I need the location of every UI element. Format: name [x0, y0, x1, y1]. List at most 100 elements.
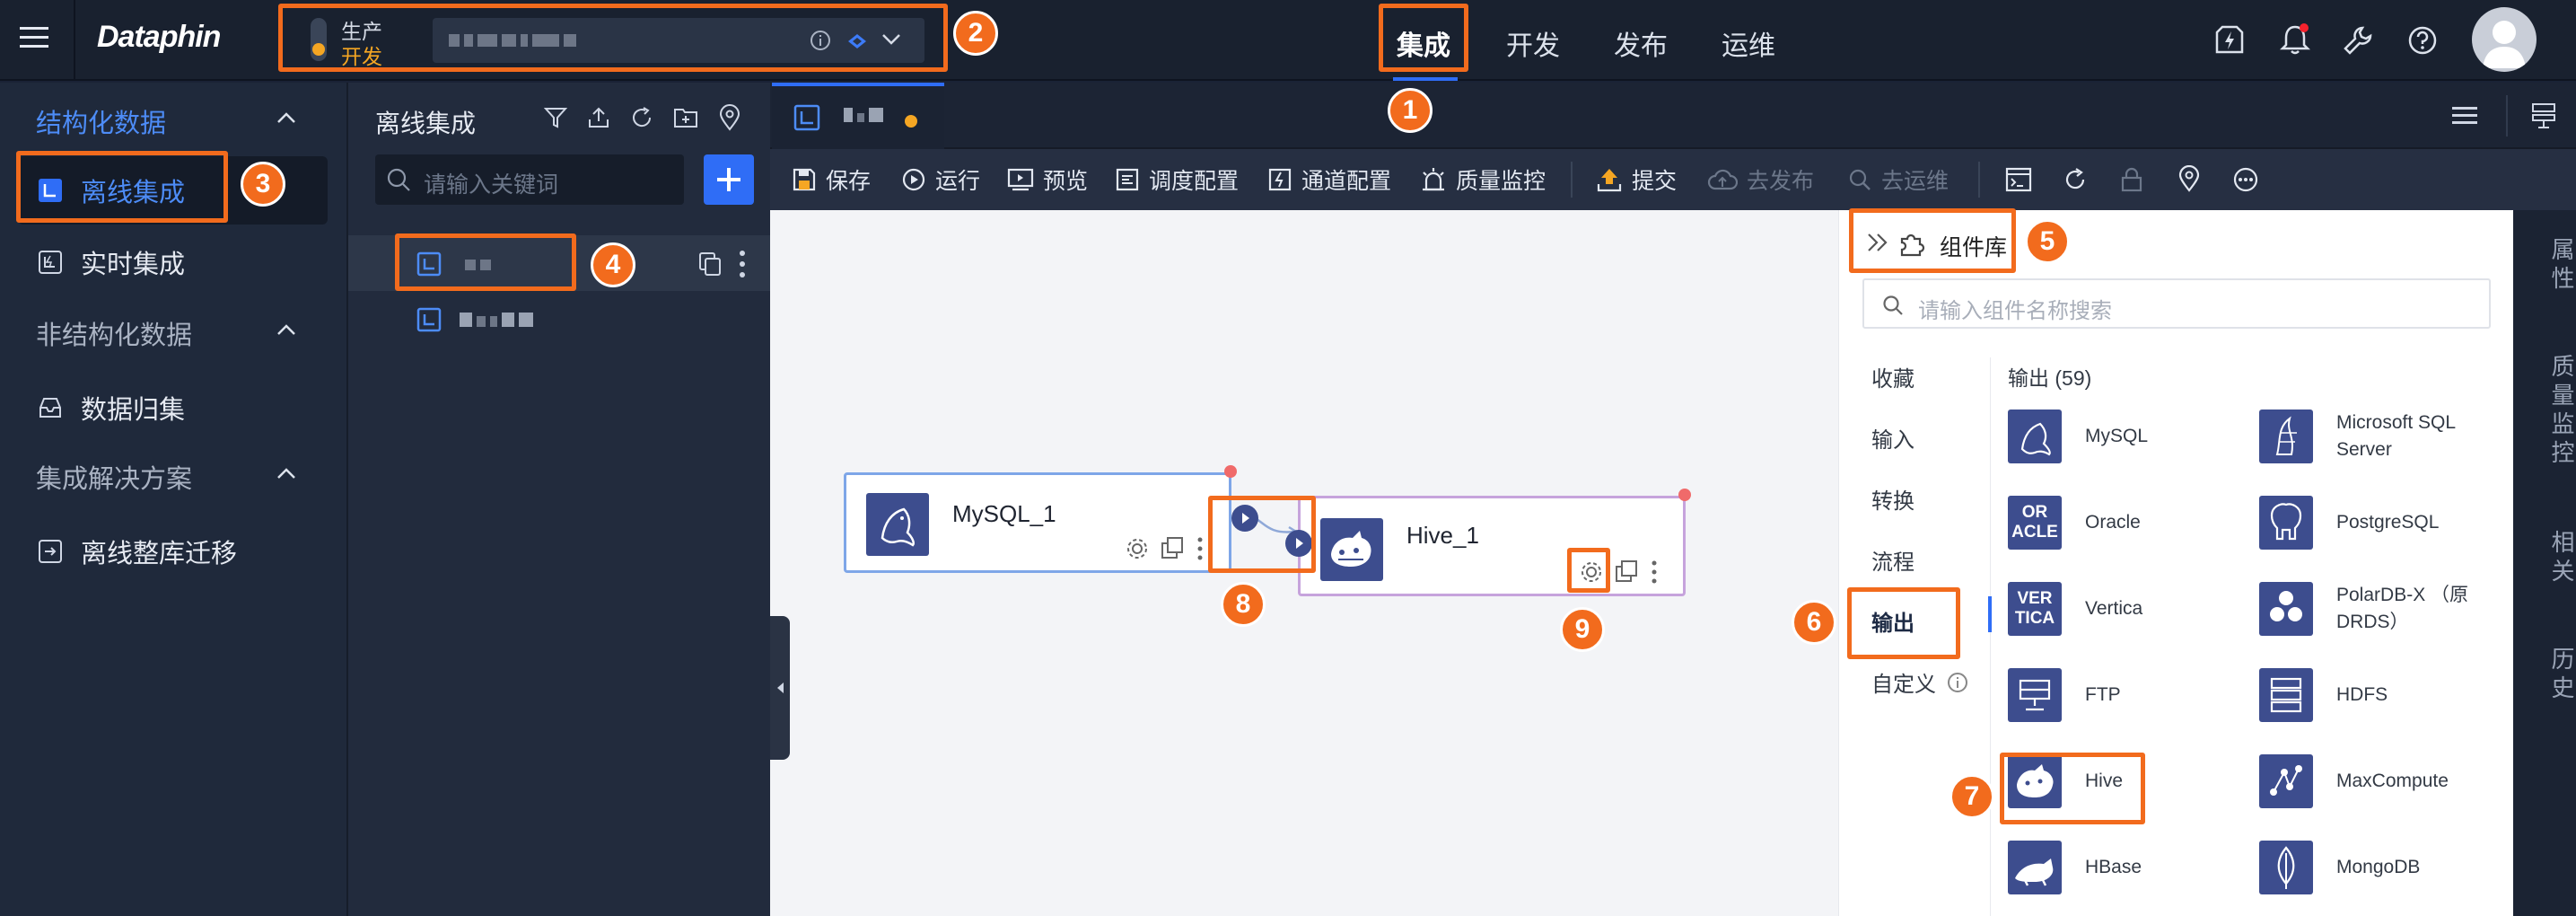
nav-tab-publish[interactable]: 发布: [1614, 31, 1668, 61]
component-ftp[interactable]: FTP: [2008, 668, 2121, 722]
oracle-logo-text-1: OR: [2021, 503, 2048, 522]
tree-item-name-masked: [465, 259, 495, 275]
nav-tab-ops[interactable]: 运维: [1722, 31, 1775, 61]
preview-button[interactable]: 预览: [1007, 149, 1088, 210]
info-icon[interactable]: [1947, 672, 1968, 693]
component-polardbx[interactable]: PolarDB-X （原DRDS）: [2259, 582, 2493, 636]
chevron-down-icon[interactable]: [881, 33, 901, 46]
component-search-input[interactable]: 请输入组件名称搜索: [1862, 278, 2491, 329]
component-sqlserver[interactable]: Microsoft SQL Server: [2259, 410, 2493, 463]
chevron-up-icon[interactable]: [276, 323, 296, 336]
nav-tab-integration[interactable]: 集成: [1397, 31, 1450, 61]
chevron-up-icon[interactable]: [276, 467, 296, 480]
sidebar-item-realtime-integration[interactable]: 实时集成: [18, 228, 328, 296]
filter-icon[interactable]: [544, 106, 567, 129]
sidebar-item-db-migration[interactable]: 离线整库迁移: [18, 517, 328, 586]
copy-icon[interactable]: [1161, 536, 1186, 561]
side-tab-history[interactable]: 历史: [2548, 647, 2575, 704]
bell-icon[interactable]: [2280, 23, 2310, 56]
channel-config-button[interactable]: 通道配置: [1267, 149, 1391, 210]
sidebar-group-structured[interactable]: 结构化数据: [0, 90, 346, 153]
input-port-icon[interactable]: [1285, 530, 1312, 557]
run-button[interactable]: 运行: [901, 149, 980, 210]
output-port-icon[interactable]: [1231, 505, 1258, 532]
flow-canvas[interactable]: MySQL_1 Hive_1: [770, 210, 1838, 916]
component-label: Microsoft SQL Server: [2336, 412, 2456, 460]
tree-item[interactable]: [348, 291, 772, 347]
component-mongodb[interactable]: MongoDB: [2259, 841, 2420, 894]
save-button[interactable]: 保存: [792, 149, 871, 210]
double-chevron-right-icon[interactable]: [1866, 232, 1889, 253]
location-icon[interactable]: [2177, 165, 2201, 192]
component-postgresql[interactable]: PostgreSQL: [2259, 496, 2439, 550]
offline-integration-icon: [39, 179, 62, 202]
component-vertica[interactable]: VER TICA Vertica: [2008, 582, 2142, 636]
more-horizontal-icon[interactable]: [2233, 167, 2258, 192]
sidebar-item-label: 实时集成: [81, 251, 186, 279]
project-selector[interactable]: [433, 18, 924, 63]
menu-icon[interactable]: [20, 23, 48, 52]
quality-monitor-button[interactable]: 质量监控: [1420, 149, 1546, 210]
avatar[interactable]: [2472, 7, 2537, 72]
refresh-icon[interactable]: [2063, 167, 2088, 192]
schedule-config-button[interactable]: 调度配置: [1115, 149, 1239, 210]
app-logo[interactable]: Dataphin: [97, 20, 221, 54]
category-flow[interactable]: 流程: [1871, 550, 1914, 575]
go-ops-button[interactable]: 去运维: [1847, 149, 1949, 210]
locate-icon[interactable]: [718, 104, 741, 131]
env-toggle-icon[interactable]: [311, 18, 327, 61]
category-favorites[interactable]: 收藏: [1871, 367, 1914, 392]
component-hdfs[interactable]: HDFS: [2259, 668, 2388, 722]
component-maxcompute[interactable]: MaxCompute: [2259, 754, 2449, 808]
side-tab-related[interactable]: 相关: [2548, 530, 2575, 587]
sidebar-group-solutions[interactable]: 集成解决方案: [0, 445, 346, 508]
layout-icon[interactable]: [2531, 102, 2556, 129]
category-input[interactable]: 输入: [1871, 428, 1914, 453]
side-tab-quality-monitor[interactable]: 质量监控: [2548, 354, 2575, 469]
lock-icon[interactable]: [2120, 167, 2143, 192]
add-button[interactable]: [704, 154, 754, 205]
copy-icon[interactable]: [1615, 559, 1640, 585]
collapse-handle[interactable]: [770, 616, 790, 760]
nav-tab-develop[interactable]: 开发: [1506, 31, 1560, 61]
copy-icon[interactable]: [698, 251, 722, 277]
more-vertical-icon[interactable]: [738, 250, 747, 278]
more-vertical-icon[interactable]: [1651, 559, 1658, 585]
refresh-icon[interactable]: [630, 106, 653, 129]
editor-tab-active[interactable]: [772, 83, 944, 149]
sidebar-item-data-collection[interactable]: 数据归集: [18, 374, 328, 442]
terminal-icon[interactable]: [2005, 167, 2032, 192]
category-output[interactable]: 输出: [1871, 612, 1914, 636]
submit-button[interactable]: 提交: [1596, 149, 1677, 210]
new-folder-icon[interactable]: [673, 106, 698, 129]
publish-button[interactable]: 去发布: [1707, 149, 1814, 210]
gear-icon[interactable]: [1579, 559, 1604, 585]
chevron-up-icon[interactable]: [276, 111, 296, 124]
sidebar-group-unstructured[interactable]: 非结构化数据: [0, 302, 346, 365]
upload-icon[interactable]: [587, 106, 610, 129]
tab-bar: [770, 83, 2576, 149]
list-icon[interactable]: [2452, 106, 2477, 126]
category-custom[interactable]: 自定义: [1871, 666, 1968, 698]
component-hbase[interactable]: HBase: [2008, 841, 2142, 894]
help-icon[interactable]: [2407, 25, 2438, 56]
component-mysql[interactable]: MySQL: [2008, 410, 2148, 463]
tree-item-selected[interactable]: [348, 235, 772, 291]
gear-icon[interactable]: [1125, 536, 1150, 561]
info-icon[interactable]: [810, 30, 831, 51]
flow-node-mysql[interactable]: MySQL_1: [844, 472, 1231, 573]
category-transform[interactable]: 转换: [1871, 489, 1914, 514]
lightning-icon[interactable]: [2215, 25, 2244, 56]
highlight-connection-ports: [1208, 496, 1316, 573]
component-hive[interactable]: Hive: [2008, 754, 2123, 808]
flow-node-hive[interactable]: Hive_1: [1298, 496, 1686, 596]
more-vertical-icon[interactable]: [1196, 536, 1204, 561]
inbox-icon: [39, 398, 61, 418]
step-badge-9: 9: [1560, 607, 1605, 652]
side-tab-properties[interactable]: 属性: [2548, 237, 2575, 295]
wrench-icon[interactable]: [2343, 25, 2373, 56]
env-switcher[interactable]: 生产 开发: [289, 9, 935, 70]
oracle-logo: OR ACLE: [2008, 496, 2062, 550]
tree-search-input[interactable]: 请输入关键词: [375, 154, 684, 205]
component-oracle[interactable]: OR ACLE Oracle: [2008, 496, 2141, 550]
